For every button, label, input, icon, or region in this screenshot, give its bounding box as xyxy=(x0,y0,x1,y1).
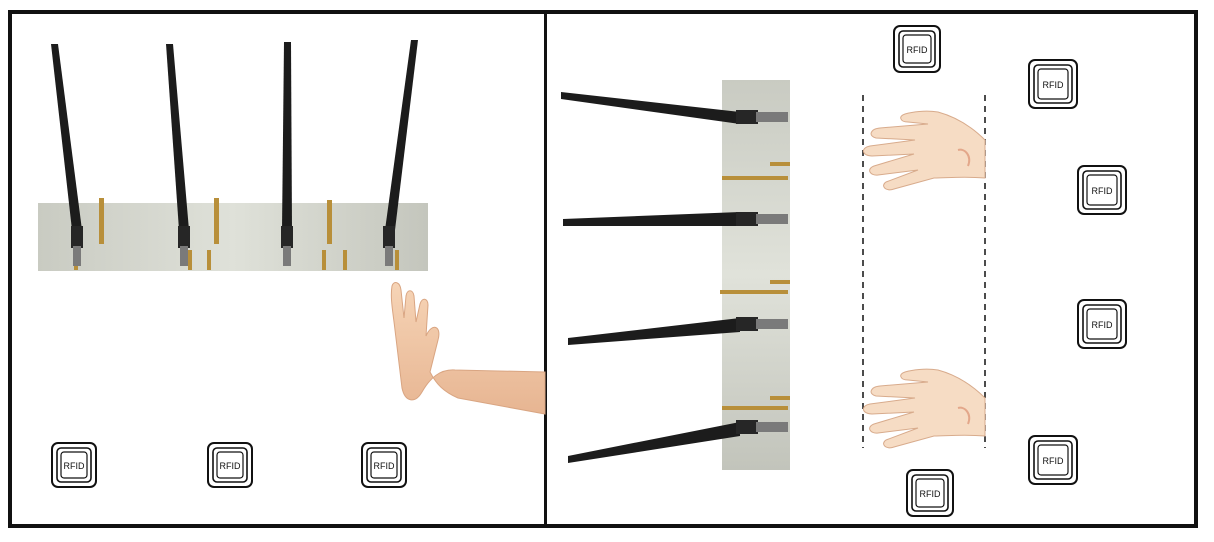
right-panel: RFID RFID RFID RFID RFID xyxy=(561,25,1127,517)
rfid-tag: RFID xyxy=(906,469,954,517)
rfid-tag: RFID xyxy=(1028,435,1078,485)
rfid-tag: RFID xyxy=(1028,59,1078,109)
rfid-tag-label: RFID xyxy=(220,461,241,471)
rfid-tag-label: RFID xyxy=(1043,80,1064,90)
antenna xyxy=(561,92,788,124)
board-connectors xyxy=(720,162,790,410)
rfid-tag: RFID xyxy=(207,442,253,488)
rfid-tag-label: RFID xyxy=(64,461,85,471)
rfid-tag: RFID xyxy=(1077,165,1127,215)
antenna xyxy=(281,42,293,266)
antenna xyxy=(166,44,190,266)
rfid-tag-label: RFID xyxy=(907,45,928,55)
rfid-tag-label: RFID xyxy=(920,489,941,499)
rfid-tag: RFID xyxy=(1077,299,1127,349)
rfid-tag: RFID xyxy=(361,442,407,488)
hand xyxy=(863,368,986,449)
antenna xyxy=(383,40,418,266)
panel-divider xyxy=(544,10,547,528)
blocking-hand xyxy=(390,282,546,415)
rfid-tag-label: RFID xyxy=(374,461,395,471)
antenna xyxy=(563,212,788,226)
antenna xyxy=(51,44,83,266)
antenna-board xyxy=(722,80,790,470)
antenna xyxy=(568,317,788,345)
rfid-tag-label: RFID xyxy=(1092,320,1113,330)
antenna xyxy=(568,420,788,463)
antenna-board xyxy=(38,203,428,271)
rfid-tag-label: RFID xyxy=(1043,456,1064,466)
left-panel: RFID RFID RFID xyxy=(38,40,546,488)
rfid-tag-label: RFID xyxy=(1092,186,1113,196)
rfid-tag: RFID xyxy=(51,442,97,488)
rfid-tag: RFID xyxy=(893,25,941,73)
hand xyxy=(863,110,986,191)
